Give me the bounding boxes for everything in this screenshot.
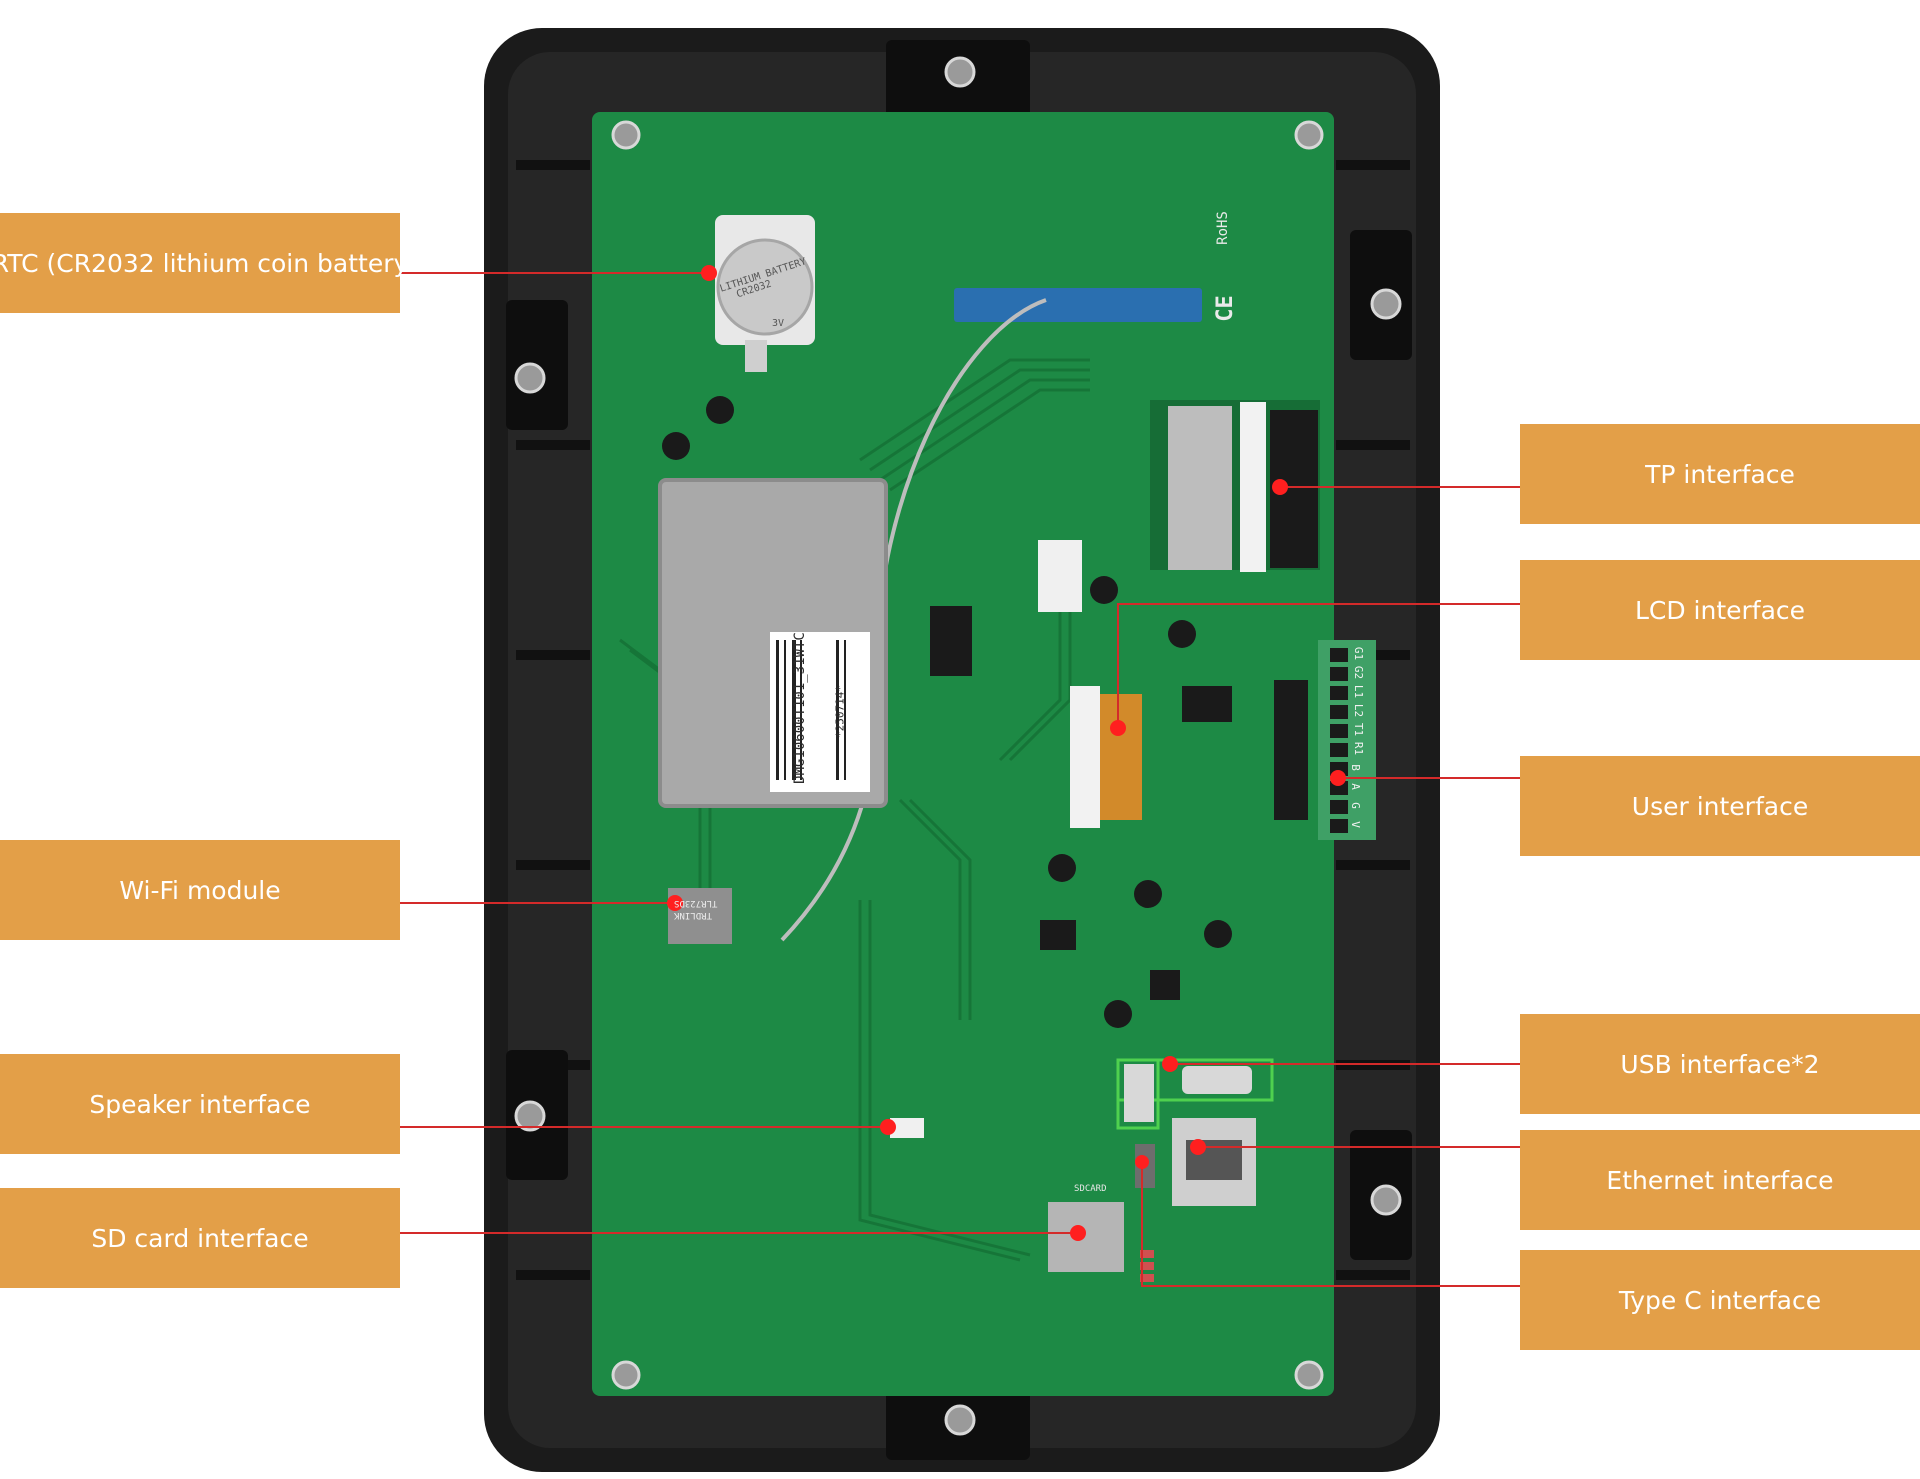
terminal-pin-label: V: [1348, 821, 1362, 828]
callout-ethernet-label: Ethernet interface: [1606, 1165, 1834, 1195]
dot-sdcard: [1070, 1225, 1086, 1241]
leader-dots: [667, 265, 1346, 1241]
terminal-pin-label: L2: [1352, 703, 1366, 718]
terminal-pin-label: R1: [1352, 741, 1366, 756]
callout-wifi-label: Wi-Fi module: [119, 875, 281, 905]
sdcard-silk: SDCARD: [1074, 1184, 1107, 1194]
terminal-pin-label: A: [1348, 783, 1362, 790]
callout-tp: TP interface: [1520, 424, 1920, 524]
speaker-connector: [890, 1118, 924, 1138]
callout-user-label: User interface: [1631, 791, 1809, 821]
module-serial: *250714*: [833, 685, 847, 738]
terminal-pin-label: G2: [1352, 665, 1366, 680]
dot-rtc: [701, 265, 717, 281]
wifi-chip-label-2: TLR723DS: [674, 898, 718, 908]
battery-voltage: 3V: [772, 318, 785, 329]
coin-battery: [716, 238, 814, 336]
sd-card-slot: [1048, 1202, 1124, 1272]
module-label: DMG10600T101_31WTC: [792, 632, 808, 784]
lcd-connector: [1070, 686, 1142, 828]
callout-wifi: Wi-Fi module: [0, 840, 400, 940]
wifi-chip-label-1: TRDLINK: [674, 910, 712, 920]
callout-typec: Type C interface: [1520, 1250, 1920, 1350]
ce-mark: CE: [1212, 295, 1238, 322]
dot-speaker: [880, 1119, 896, 1135]
dot-ethernet: [1190, 1139, 1206, 1155]
callout-speaker-label: Speaker interface: [89, 1089, 311, 1119]
antenna-pcb: [954, 288, 1202, 322]
callout-ethernet: Ethernet interface: [1520, 1130, 1920, 1230]
callout-usb: USB interface*2: [1520, 1014, 1920, 1114]
dot-user: [1330, 770, 1346, 786]
callout-sdcard-label: SD card interface: [91, 1223, 309, 1253]
callout-tp-label: TP interface: [1645, 459, 1795, 489]
user-terminal-block: [1318, 640, 1376, 840]
rtc-battery-holder: [715, 215, 815, 372]
dot-wifi: [667, 895, 683, 911]
terminal-pin-label: G1: [1352, 646, 1366, 661]
callout-speaker: Speaker interface: [0, 1054, 400, 1154]
callout-rtc-label: RTC (CR2032 lithium coin battery: [0, 248, 409, 278]
callout-usb-label: USB interface*2: [1620, 1049, 1820, 1079]
dot-tp: [1272, 479, 1288, 495]
callout-sdcard: SD card interface: [0, 1188, 400, 1288]
callout-rtc: RTC (CR2032 lithium coin battery: [0, 213, 408, 313]
terminal-pin-label: G: [1348, 802, 1362, 809]
main-module: [658, 478, 888, 808]
passive-components: [662, 396, 1308, 1028]
terminal-pin-label: T1: [1352, 722, 1366, 737]
callout-lcd: LCD interface: [1520, 560, 1920, 660]
screws: [514, 56, 1402, 1436]
jst-connector: [1038, 540, 1082, 612]
callout-user: User interface: [1520, 756, 1920, 856]
rohs-mark: RoHS: [1214, 211, 1231, 245]
dot-usb: [1162, 1056, 1178, 1072]
leader-lines: [400, 272, 1520, 1287]
terminal-pin-label: L1: [1352, 684, 1366, 699]
callout-typec-label: Type C interface: [1618, 1285, 1822, 1315]
callout-lcd-label: LCD interface: [1634, 595, 1806, 625]
leader-lcd: [1117, 603, 1520, 728]
terminal-pin-label: B: [1348, 764, 1362, 771]
dot-lcd: [1110, 720, 1126, 736]
leader-typec: [1141, 1162, 1520, 1287]
dot-typec: [1135, 1155, 1149, 1169]
usb-ports: [1116, 1058, 1274, 1130]
